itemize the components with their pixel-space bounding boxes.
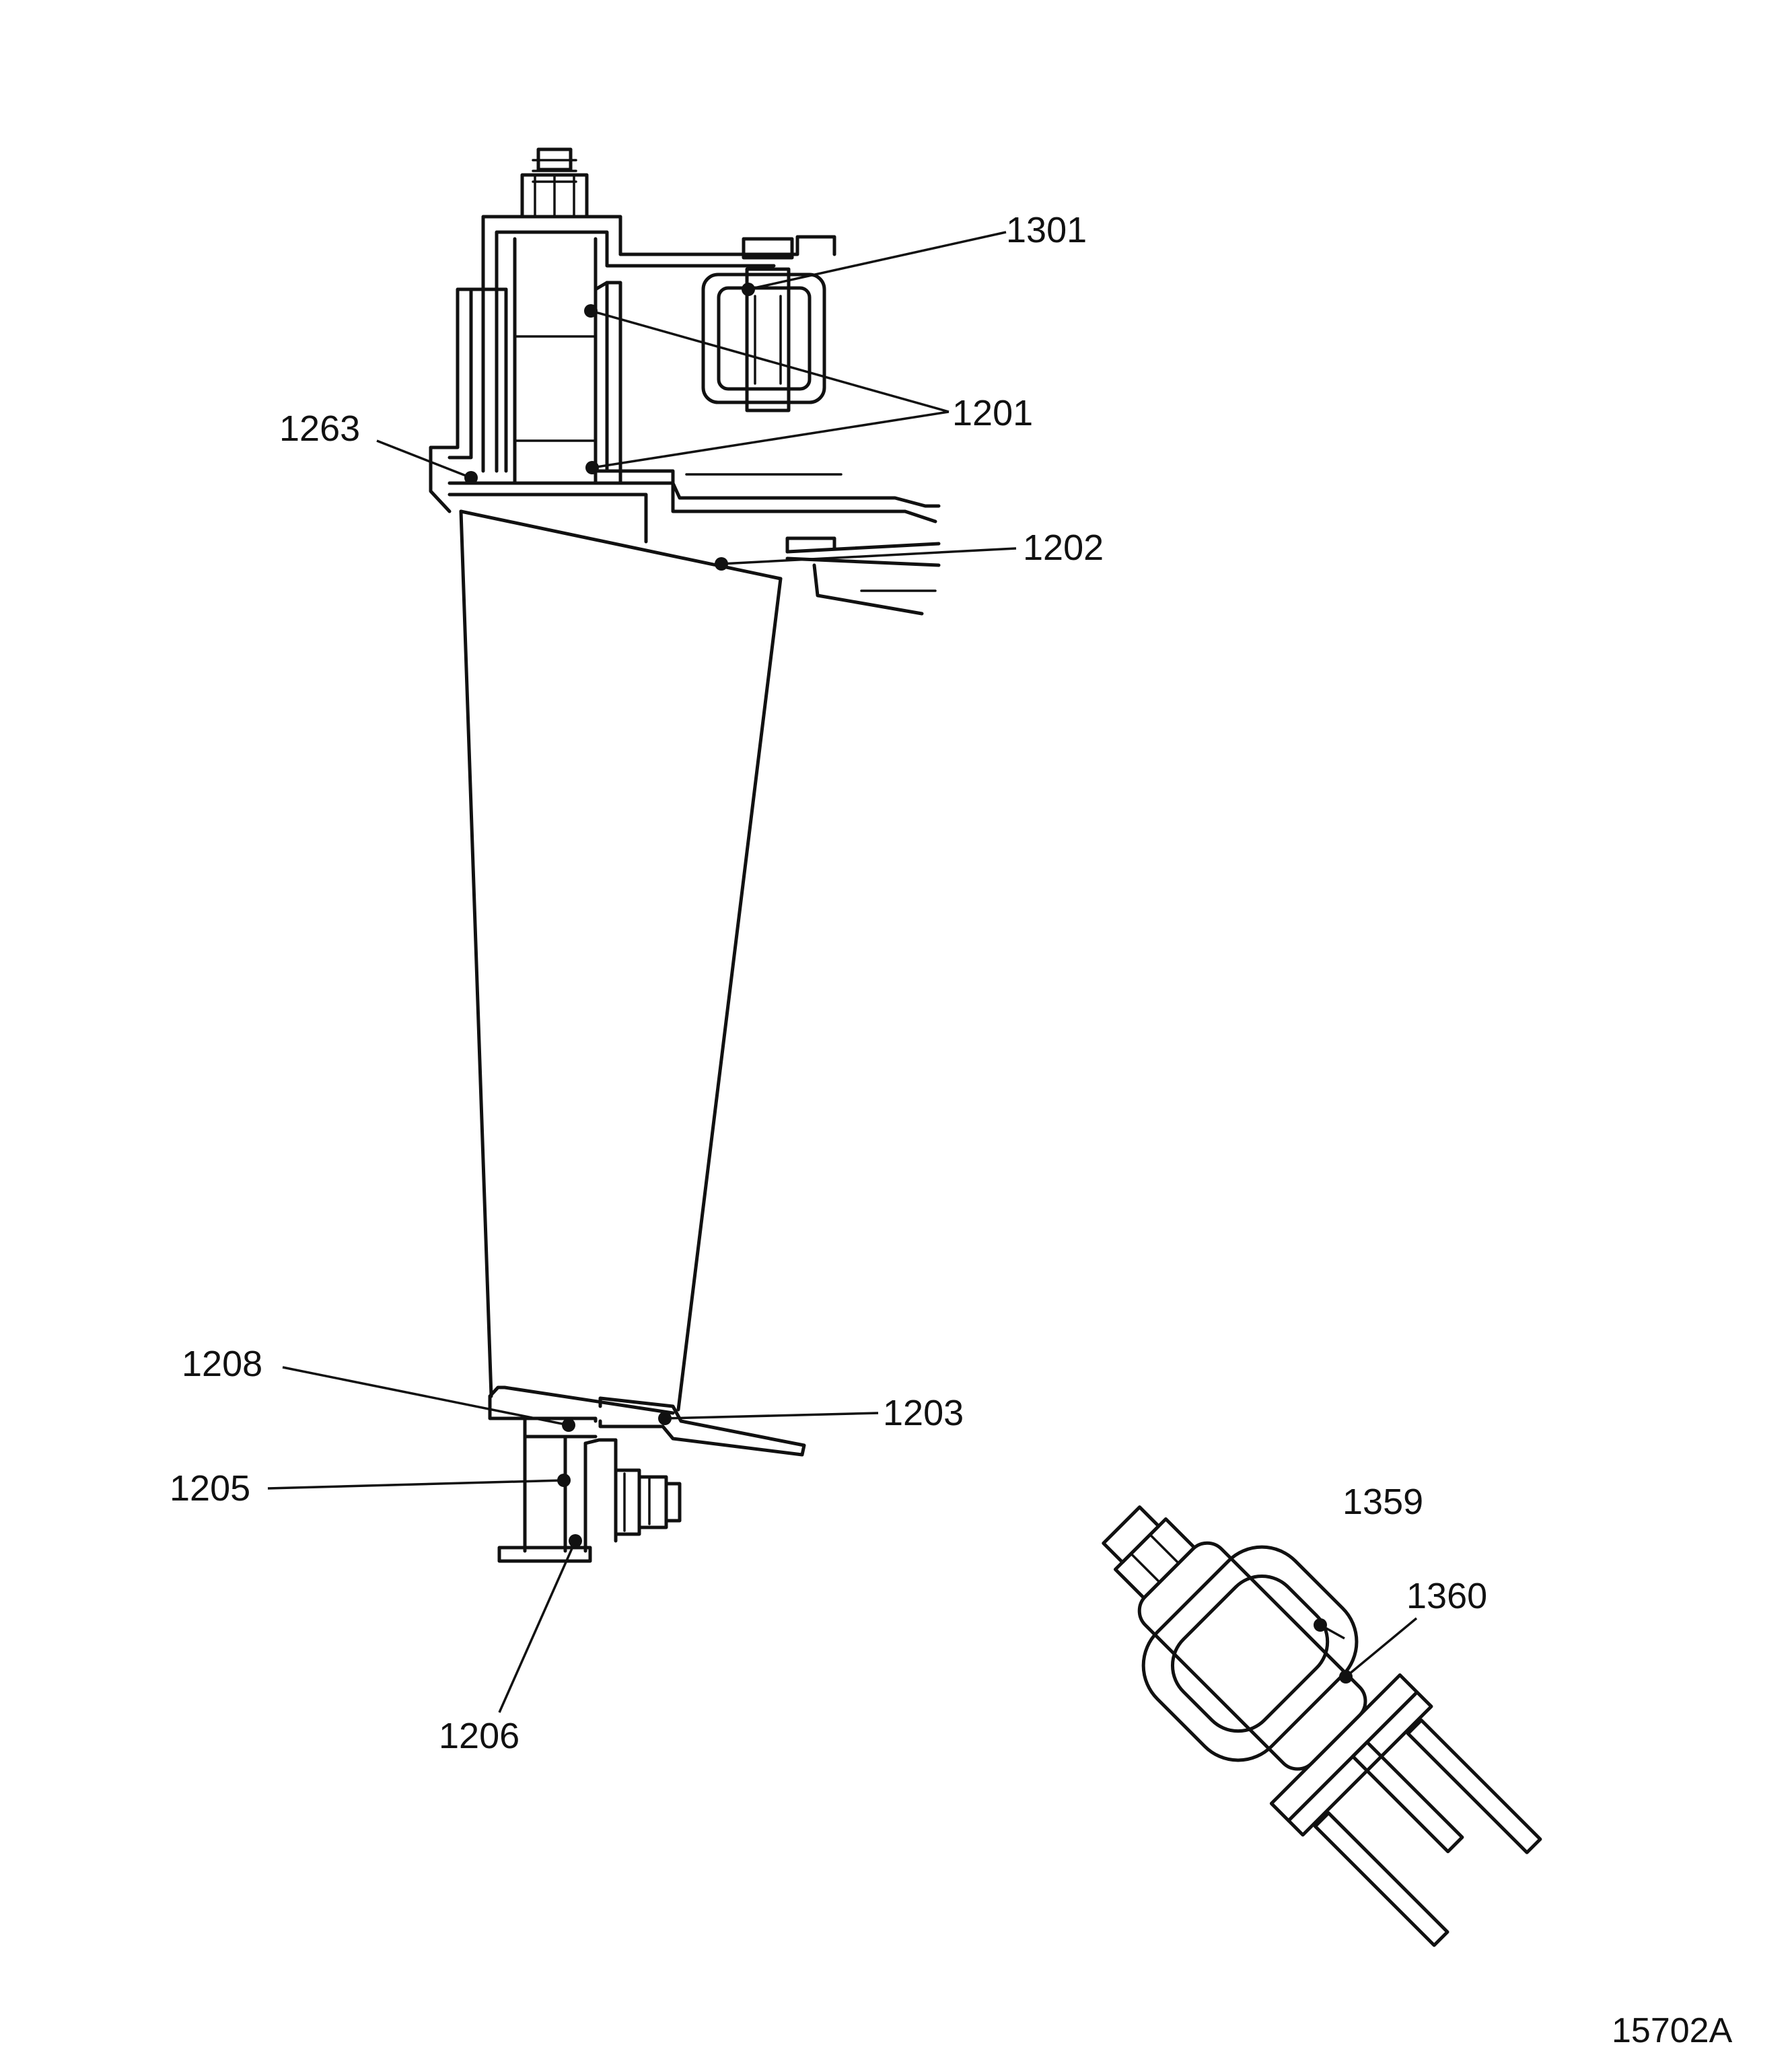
callout-1208: 1208 bbox=[182, 1344, 262, 1384]
clamp-bracket bbox=[701, 237, 826, 412]
callout-1301: 1301 bbox=[1006, 210, 1087, 250]
leader-1206 bbox=[498, 1540, 577, 1713]
callout-1201: 1201 bbox=[952, 393, 1033, 433]
tapered-strut bbox=[459, 509, 783, 1412]
leader-1201-b bbox=[592, 410, 949, 469]
leader-1208 bbox=[282, 1366, 569, 1426]
leader-1202 bbox=[721, 547, 1017, 565]
lower-fitting bbox=[488, 1385, 806, 1563]
leader-lines bbox=[267, 231, 1418, 1713]
callout-1359: 1359 bbox=[1342, 1482, 1423, 1522]
figure-id: 15702A bbox=[1612, 2011, 1733, 2050]
leader-1205 bbox=[267, 1479, 565, 1490]
callout-labels: 1301 1201 1263 1202 1208 1203 1205 1206 … bbox=[170, 210, 1733, 2050]
callout-1263: 1263 bbox=[279, 408, 360, 449]
leader-1203 bbox=[664, 1412, 879, 1420]
callout-1205: 1205 bbox=[170, 1468, 250, 1509]
callout-1203: 1203 bbox=[883, 1393, 964, 1433]
leader-1360 bbox=[1345, 1617, 1418, 1678]
leader-1201-a bbox=[590, 310, 949, 413]
main-assembly bbox=[429, 147, 941, 1563]
callout-1202: 1202 bbox=[1023, 528, 1104, 568]
leader-1263 bbox=[376, 439, 472, 479]
leader-1301 bbox=[748, 231, 1007, 291]
detail-view bbox=[1102, 1505, 1542, 1947]
callout-dots bbox=[464, 283, 1353, 1684]
callout-1206: 1206 bbox=[439, 1716, 519, 1756]
callout-1360: 1360 bbox=[1406, 1576, 1487, 1616]
upper-housing bbox=[429, 215, 941, 616]
top-threaded-stud bbox=[520, 147, 589, 219]
